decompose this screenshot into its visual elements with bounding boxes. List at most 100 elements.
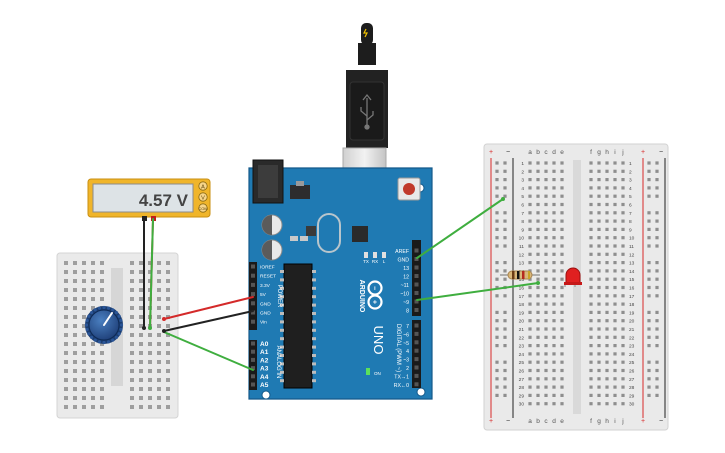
breadboard-hole [605, 244, 609, 248]
header-pin[interactable] [414, 248, 419, 253]
breadboard-hole [528, 236, 532, 240]
breadboard-hole [613, 360, 617, 364]
rail-hole [655, 310, 659, 314]
breadboard-hole [166, 261, 170, 265]
header-pin[interactable] [251, 374, 255, 379]
breadboard-hole [544, 294, 548, 298]
row-number-right: 23 [629, 344, 635, 350]
breadboard-hole [560, 211, 564, 215]
column-letter: h [605, 149, 609, 156]
breadboard-hole [91, 342, 95, 346]
analog-pin-label: A5 [260, 382, 269, 389]
analog-header[interactable] [249, 340, 257, 390]
rail-hole [655, 161, 659, 165]
header-pin[interactable] [414, 365, 419, 370]
header-pin[interactable] [251, 273, 255, 278]
breadboard-hole [552, 360, 556, 364]
header-pin[interactable] [251, 382, 255, 387]
header-pin[interactable] [414, 331, 419, 336]
header-pin[interactable] [251, 349, 255, 354]
chip-pin [280, 303, 284, 307]
rail-hole [647, 169, 651, 173]
header-pin[interactable] [414, 274, 419, 278]
resistor[interactable] [500, 270, 540, 280]
header-pin[interactable] [251, 282, 255, 287]
header-pin[interactable] [251, 319, 255, 324]
header-pin[interactable] [414, 282, 419, 287]
svg-text:−: − [371, 286, 378, 290]
breadboard-hole [536, 186, 540, 190]
rail-hole [495, 385, 499, 389]
header-pin[interactable] [251, 310, 255, 315]
breadboard-hole [613, 352, 617, 356]
knurl-tooth [117, 314, 121, 318]
rail-hole [647, 327, 651, 331]
terminal-a-label: A [201, 184, 205, 190]
breadboard-hole [613, 178, 617, 182]
breadboard-hole [544, 178, 548, 182]
rail-hole [647, 178, 651, 182]
knurl-tooth [106, 340, 111, 344]
header-pin[interactable] [414, 291, 419, 295]
breadboard-hole [589, 335, 593, 339]
column-letter: g [597, 418, 601, 425]
header-pin[interactable] [414, 323, 419, 328]
breadboard-hole [82, 369, 86, 373]
rail-hole [647, 285, 651, 290]
breadboard-hole [560, 269, 564, 273]
digital-pin-label: ~6 [403, 332, 409, 338]
multimeter[interactable]: 4.57 V A V COM [87, 178, 211, 221]
potentiometer[interactable] [84, 305, 124, 345]
breadboard-hole [91, 378, 95, 382]
breadboard-hole [536, 211, 540, 215]
crystal-oscillator [317, 213, 341, 253]
breadboard-hole [148, 270, 152, 274]
header-pin[interactable] [251, 341, 255, 346]
column-letter: c [544, 418, 548, 425]
header-pin[interactable] [414, 340, 419, 345]
breadboard-hole [157, 297, 161, 301]
digital-header-bottom[interactable] [412, 320, 421, 388]
column-letter: e [560, 149, 564, 156]
breadboard-hole [552, 211, 556, 215]
breadboard-hole [64, 297, 68, 301]
header-pin[interactable] [414, 348, 419, 353]
header-pin[interactable] [414, 257, 419, 261]
breadboard-hole [544, 310, 548, 314]
header-pin[interactable] [414, 308, 419, 312]
header-pin[interactable] [251, 357, 255, 362]
header-pin[interactable] [414, 373, 419, 378]
large-breadboard-labels: 1122334455667788991010111112121313141415… [489, 149, 663, 425]
breadboard-hole [91, 306, 95, 310]
breadboard-hole [605, 352, 609, 356]
breadboard-hole [621, 186, 625, 190]
header-pin[interactable] [414, 299, 419, 304]
red-led[interactable] [564, 267, 582, 287]
rail-hole [647, 219, 651, 223]
breadboard-hole [560, 169, 564, 173]
large-breadboard[interactable]: 1122334455667788991010111112121313141415… [483, 143, 669, 431]
breadboard-hole [552, 194, 556, 198]
header-pin[interactable] [251, 292, 255, 297]
wire-pin9-green [416, 282, 539, 301]
breadboard-hole [64, 288, 68, 292]
breadboard-hole [621, 385, 625, 389]
header-pin[interactable] [414, 357, 419, 362]
breadboard-hole [560, 352, 564, 356]
header-pin[interactable] [251, 264, 255, 269]
breadboard-hole [73, 378, 77, 382]
row-number-left: 17 [519, 294, 525, 300]
header-pin[interactable] [251, 301, 255, 306]
header-pin[interactable] [414, 265, 419, 270]
breadboard-hole [605, 335, 609, 339]
breadboard-hole [528, 161, 532, 165]
row-number-right: 9 [629, 227, 632, 233]
header-pin[interactable] [251, 366, 255, 371]
row-number-right: 3 [629, 178, 632, 184]
breadboard-hole [597, 261, 601, 265]
rail-hole [647, 385, 651, 389]
header-pin[interactable] [414, 382, 419, 387]
breadboard-hole [528, 211, 532, 215]
breadboard-hole [130, 351, 134, 355]
